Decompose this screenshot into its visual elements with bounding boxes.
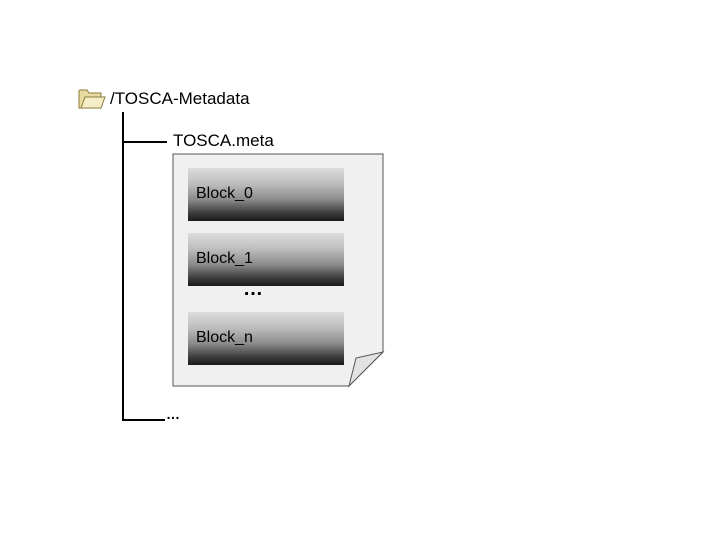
tree-ellipsis: … — [166, 406, 180, 422]
blocks-ellipsis: … — [243, 278, 265, 300]
folder-title: /TOSCA-Metadata — [110, 89, 250, 108]
block-label: Block_n — [196, 329, 253, 346]
tree-trunk-line — [122, 112, 165, 421]
page-fold-corner — [348, 351, 385, 388]
block-label: Block_1 — [196, 250, 253, 267]
block-0: Block_0 — [188, 168, 344, 221]
folder-icon — [78, 89, 106, 109]
block-label: Block_0 — [196, 185, 253, 202]
file-label: TOSCA.meta — [173, 131, 274, 150]
block-1: Block_1 — [188, 233, 344, 286]
block-n: Block_n — [188, 312, 344, 365]
